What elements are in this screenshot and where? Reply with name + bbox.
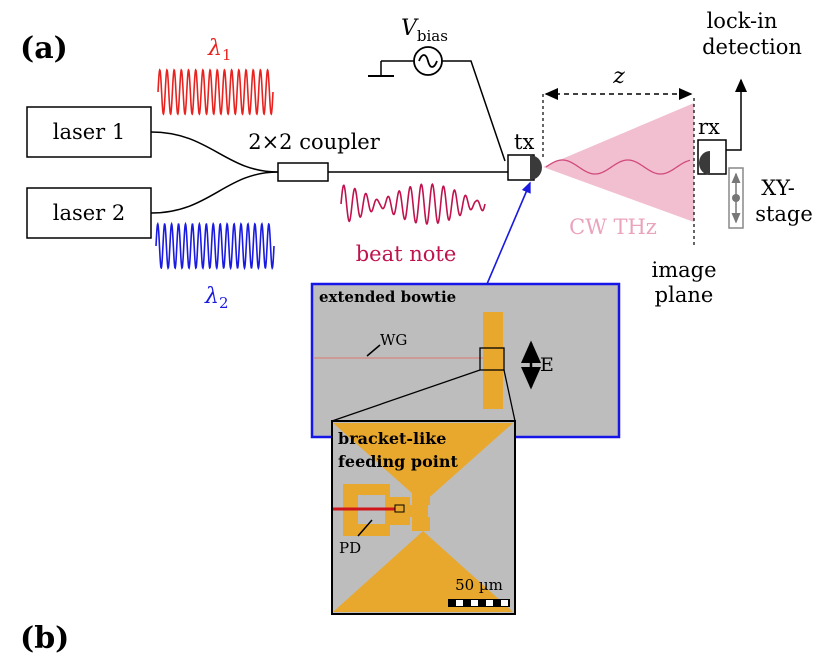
bowtie-lower-triangle xyxy=(333,531,513,612)
lower-feed-arm xyxy=(412,517,430,531)
extended-bowtie-inset: extended bowtie WG E xyxy=(310,282,621,439)
lockin-label-1: lock-in xyxy=(707,9,778,33)
rx-lens xyxy=(699,151,710,175)
fiber-laser1 xyxy=(150,131,279,173)
upper-feed-arm xyxy=(412,493,430,505)
thz-wave xyxy=(545,159,691,175)
feeding-point-inset: PD bracket-like feeding point 50 µm xyxy=(331,420,516,615)
ac-source-sine xyxy=(418,54,438,68)
scale-bar xyxy=(448,599,510,607)
zoom-line-left xyxy=(331,369,481,422)
feeding-title-2: feeding point xyxy=(338,452,458,471)
panel-label-b: (b) xyxy=(20,621,69,656)
bowtie-title: extended bowtie xyxy=(319,288,456,306)
image-plane-label-1: image xyxy=(651,258,716,282)
laser1-label: laser 1 xyxy=(53,120,126,144)
z-label: z xyxy=(612,64,625,89)
rx-label: rx xyxy=(698,115,720,139)
beat-note-wave xyxy=(340,183,486,225)
lockin-wire xyxy=(726,78,747,151)
zoom-box xyxy=(479,347,505,371)
bowtie-arm xyxy=(483,312,503,409)
tx-label: tx xyxy=(514,130,534,154)
lambda2-wave xyxy=(155,221,275,271)
laser2-box xyxy=(26,187,152,239)
laser1-box xyxy=(26,106,152,158)
laser2-label: laser 2 xyxy=(53,201,126,225)
panel-label-a: (a) xyxy=(20,31,68,66)
lambda2-label: λ2 xyxy=(204,284,229,312)
feeding-title-1: bracket-like xyxy=(338,429,446,448)
wg-pointer xyxy=(366,344,381,357)
lambda1-label: λ1 xyxy=(207,36,232,64)
bias-wire xyxy=(442,60,506,162)
tx-lens xyxy=(530,155,542,180)
scale-bar-label: 50 µm xyxy=(455,576,503,594)
photodiode xyxy=(394,504,405,513)
xy-stage-label-1: XY- xyxy=(761,176,795,200)
vbias-label: Vbias xyxy=(401,16,448,45)
fiber-laser2 xyxy=(150,171,279,214)
cw-thz-label: CW THz xyxy=(569,215,657,239)
xy-stage-dot xyxy=(732,194,740,202)
zoom-line-right xyxy=(503,369,516,422)
lockin-label-2: detection xyxy=(702,35,802,59)
coupler-box xyxy=(277,162,329,182)
coupler-label: 2×2 coupler xyxy=(248,130,381,154)
pd-pointer xyxy=(357,519,373,537)
wg-label: WG xyxy=(380,331,407,349)
pd-label: PD xyxy=(339,539,361,557)
lambda1-wave xyxy=(157,68,274,116)
xy-stage-label-2: stage xyxy=(755,202,813,226)
beat-note-label: beat note xyxy=(356,242,457,266)
tx-zoom-pointer xyxy=(486,181,531,285)
image-plane-label-2: plane xyxy=(655,283,714,307)
e-field-label: E xyxy=(540,354,554,376)
bowtie-upper-triangle xyxy=(333,423,513,503)
